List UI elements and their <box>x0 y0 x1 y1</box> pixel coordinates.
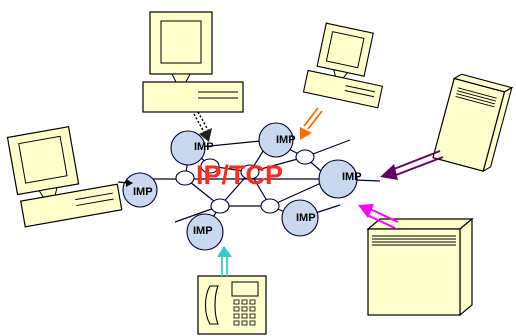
diagram-title: IP/TCP <box>196 160 283 190</box>
handset <box>204 285 219 325</box>
monitor-screen <box>160 20 202 64</box>
imp-node-left <box>122 172 158 208</box>
arrow-laptop <box>300 107 323 140</box>
tower-server <box>432 73 514 173</box>
imp-node-lower-right <box>281 199 319 237</box>
arrow-mainframe <box>358 204 399 229</box>
keypad <box>233 299 256 326</box>
left-computer <box>6 126 123 228</box>
imp-label: IMP <box>276 134 296 146</box>
imp-node-bottom <box>186 213 224 251</box>
imp-node-right <box>318 159 358 199</box>
imp-label: IMP <box>296 212 316 224</box>
imp-node-upper-right <box>258 122 294 158</box>
imp-label: IMP <box>194 141 214 153</box>
imp-nodes <box>122 122 358 251</box>
telephone <box>197 275 267 335</box>
laptop-computer <box>302 22 384 109</box>
desktop-case <box>142 81 244 113</box>
imp-label: IMP <box>193 225 213 237</box>
monitor-screen <box>325 31 365 69</box>
monitor-screen <box>18 135 68 184</box>
mainframe-server <box>366 217 474 317</box>
imp-node-top <box>170 130 206 166</box>
top-computer <box>142 11 244 113</box>
server-icon <box>432 77 506 172</box>
arrow-telephone <box>217 246 232 276</box>
imp-label: IMP <box>133 186 153 198</box>
imp-label: IMP <box>342 171 362 183</box>
arrow-tower-server <box>380 150 444 180</box>
arrow-top-computer <box>193 111 212 142</box>
network-junctions <box>175 149 315 214</box>
imp-labels: IMP IMP IMP IMP IMP IMP <box>133 134 362 237</box>
desktop-case <box>302 69 384 109</box>
desktop-case <box>20 183 123 228</box>
server-icon <box>367 228 461 316</box>
arrow-left-computer <box>117 179 133 187</box>
monitor-stand <box>171 73 191 83</box>
